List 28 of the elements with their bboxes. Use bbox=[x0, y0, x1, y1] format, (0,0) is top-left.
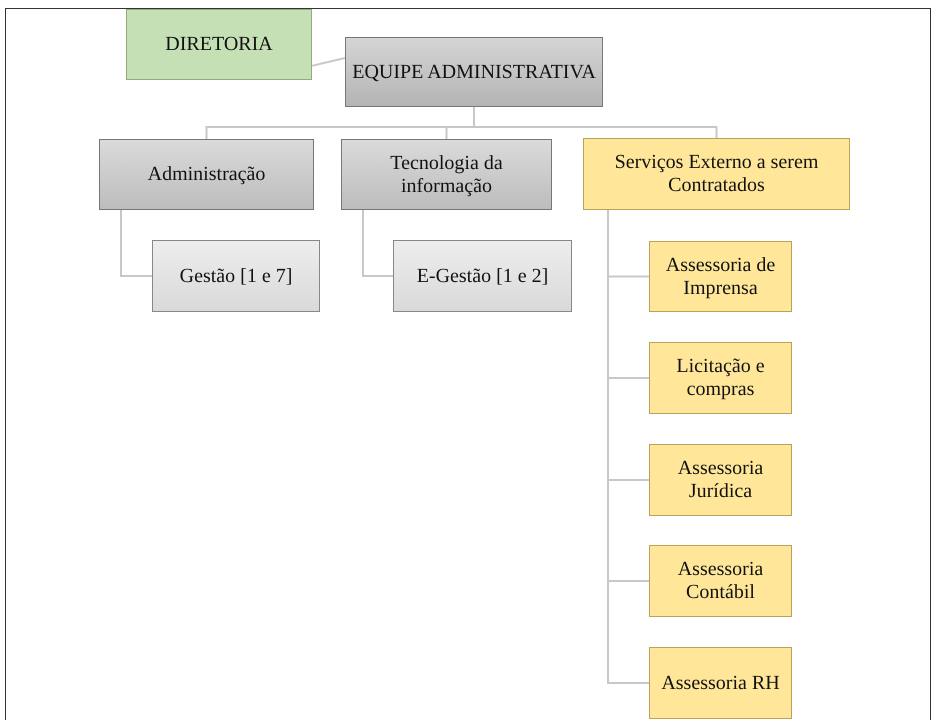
org-box bbox=[99, 139, 314, 210]
connector-line bbox=[473, 107, 718, 138]
box-label: DIRETORIA bbox=[165, 33, 273, 56]
org-box bbox=[152, 240, 320, 312]
org-box bbox=[126, 9, 312, 80]
connector-line bbox=[312, 57, 346, 67]
org-box bbox=[649, 241, 792, 312]
org-box bbox=[583, 138, 850, 210]
org-box bbox=[649, 342, 792, 414]
connector-line bbox=[362, 210, 393, 277]
org-box bbox=[649, 444, 792, 516]
connector-line bbox=[120, 210, 152, 277]
box-label: Assessoria Jurídica bbox=[676, 457, 764, 503]
box-label: Licitação e compras bbox=[675, 355, 766, 401]
box-label: Assessoria RH bbox=[661, 672, 780, 694]
box-label: Administração bbox=[148, 163, 266, 186]
box-label: Assessoria de Imprensa bbox=[664, 254, 776, 300]
box-label: Assessoria Contábil bbox=[676, 558, 764, 604]
box-label: Tecnologia da informação bbox=[389, 152, 504, 198]
box-label: Gestão [1 e 7] bbox=[180, 264, 292, 288]
org-box bbox=[649, 647, 792, 719]
box-label: E-Gestão [1 e 2] bbox=[416, 264, 548, 288]
org-box bbox=[649, 545, 792, 617]
org-box bbox=[341, 139, 552, 210]
box-label: Serviços Externo a serem Contratados bbox=[614, 151, 820, 197]
org-box bbox=[345, 37, 603, 107]
box-label: EQUIPE ADMINISTRATIVA bbox=[352, 60, 596, 84]
org-box bbox=[393, 240, 572, 312]
